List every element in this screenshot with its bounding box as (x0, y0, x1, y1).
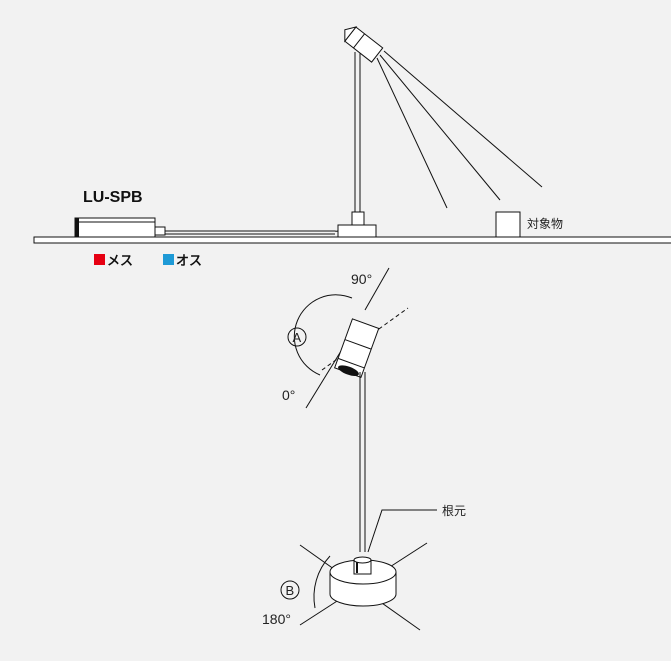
legend-swatch-female (94, 254, 105, 265)
power-unit (74, 217, 166, 238)
mounting-surface (33, 236, 671, 244)
angle-90-label: 90° (351, 271, 372, 287)
cable (165, 228, 341, 235)
lamp-head-detail (333, 318, 380, 378)
marker-a: A (287, 327, 307, 347)
target-label: 対象物 (527, 217, 563, 231)
angle-180-label: 180° (262, 611, 291, 627)
base-label: 根元 (442, 504, 466, 518)
light-rays (376, 50, 543, 209)
stand-base (337, 211, 377, 238)
base-label-leader (367, 509, 437, 553)
tilt-limit-line-right (364, 267, 390, 311)
stand-pole (354, 52, 361, 212)
target-object (495, 211, 521, 238)
marker-b: B (280, 580, 300, 600)
top-view: LU-SPB 対象物 (33, 26, 671, 269)
angle-0-label: 0° (282, 387, 295, 403)
tilt-axis-dashed (321, 307, 409, 371)
legend-swatch-male (163, 254, 174, 265)
stand-base-detail (329, 556, 397, 607)
tilt-range-arc (293, 294, 353, 376)
stand-pole-detail (359, 372, 366, 552)
rotation-range-arc (313, 555, 331, 609)
detail-view: 90° 0° 180° A 根元 (262, 267, 466, 631)
marker-b-text: B (286, 583, 295, 598)
lamp-head (344, 26, 384, 63)
model-label: LU-SPB (83, 189, 143, 206)
marker-a-text: A (293, 330, 302, 345)
legend-label-female: メス (107, 254, 133, 269)
legend-label-male: オス (176, 254, 202, 269)
connector-legend: メス オス (94, 254, 202, 269)
